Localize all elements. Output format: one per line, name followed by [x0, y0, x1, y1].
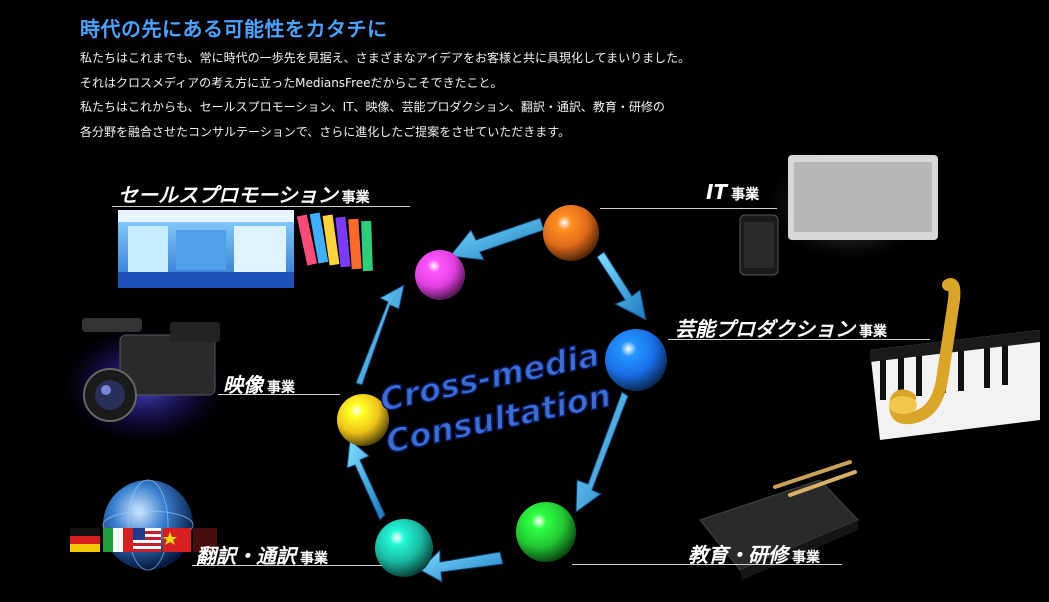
arrow-video-to-sales	[355, 284, 405, 386]
division-label-entertainment[interactable]: 芸能プロダクション事業	[675, 313, 887, 342]
arrow-entertainment-to-education	[575, 391, 629, 513]
division-label-translation[interactable]: 翻訳・通訳事業	[196, 540, 328, 569]
globe-flags-icon	[70, 479, 217, 571]
keyboard-icon	[739, 145, 940, 276]
division-label-sales[interactable]: セールスプロモーション事業	[118, 179, 370, 208]
arrow-it-to-sales	[449, 217, 545, 261]
leader-line	[112, 206, 410, 207]
cycle-arrows	[346, 217, 647, 583]
division-name: IT	[706, 180, 728, 204]
page-heading: 時代の先にある可能性をカタチに	[80, 17, 388, 41]
notebook-pen-icon	[699, 460, 859, 580]
division-spheres	[337, 205, 667, 577]
division-name: 芸能プロダクション	[675, 317, 855, 341]
division-suffix: 事業	[731, 187, 760, 203]
leader-line	[572, 564, 842, 565]
sphere-video	[337, 394, 389, 446]
intro-line: 私たちはこれまでも、常に時代の一歩先を見据え、さまざまなアイデアをお客様と共に具…	[80, 51, 691, 65]
division-label-education[interactable]: 教育・研修事業	[688, 539, 820, 568]
division-suffix: 事業	[341, 190, 370, 206]
leader-line	[218, 394, 340, 395]
leader-line	[192, 565, 382, 566]
arrow-it-to-entertainment	[596, 251, 647, 321]
sphere-sales	[415, 250, 465, 300]
leader-line	[600, 208, 777, 209]
division-name: セールスプロモーション	[118, 183, 338, 207]
center-title: Cross-media Consultation	[376, 335, 615, 462]
exhibition-booth-icon	[118, 210, 373, 288]
sphere-it	[543, 205, 599, 261]
division-name: 映像	[223, 373, 263, 397]
division-name: 教育・研修	[688, 543, 788, 567]
arrow-translation-to-video	[346, 439, 386, 521]
division-suffix: 事業	[267, 380, 295, 396]
sphere-translation	[375, 519, 433, 577]
division-suffix: 事業	[300, 551, 328, 567]
division-label-video[interactable]: 映像事業	[223, 369, 295, 398]
intro-line: それはクロスメディアの考え方に立ったMediansFreeだからこそできたこと。	[80, 75, 503, 90]
saxophone-piano-icon	[870, 278, 1040, 440]
division-suffix: 事業	[859, 324, 887, 340]
division-name: 翻訳・通訳	[196, 544, 296, 568]
leader-line	[668, 339, 930, 340]
video-camera-icon	[55, 318, 235, 450]
sphere-entertainment	[605, 329, 667, 391]
intro-line: 私たちはこれからも、セールスプロモーション、IT、映像、芸能プロダクション、翻訳…	[80, 100, 665, 115]
intro-text: 私たちはこれまでも、常に時代の一歩先を見据え、さまざまなアイデアをお客様と共に具…	[80, 46, 980, 144]
intro-line: 各分野を融合させたコンサルテーションで、さらに進化したご提案をさせていただきます…	[80, 124, 571, 139]
division-suffix: 事業	[792, 550, 820, 566]
sphere-education	[516, 502, 576, 562]
arrow-education-to-translation	[419, 548, 504, 583]
